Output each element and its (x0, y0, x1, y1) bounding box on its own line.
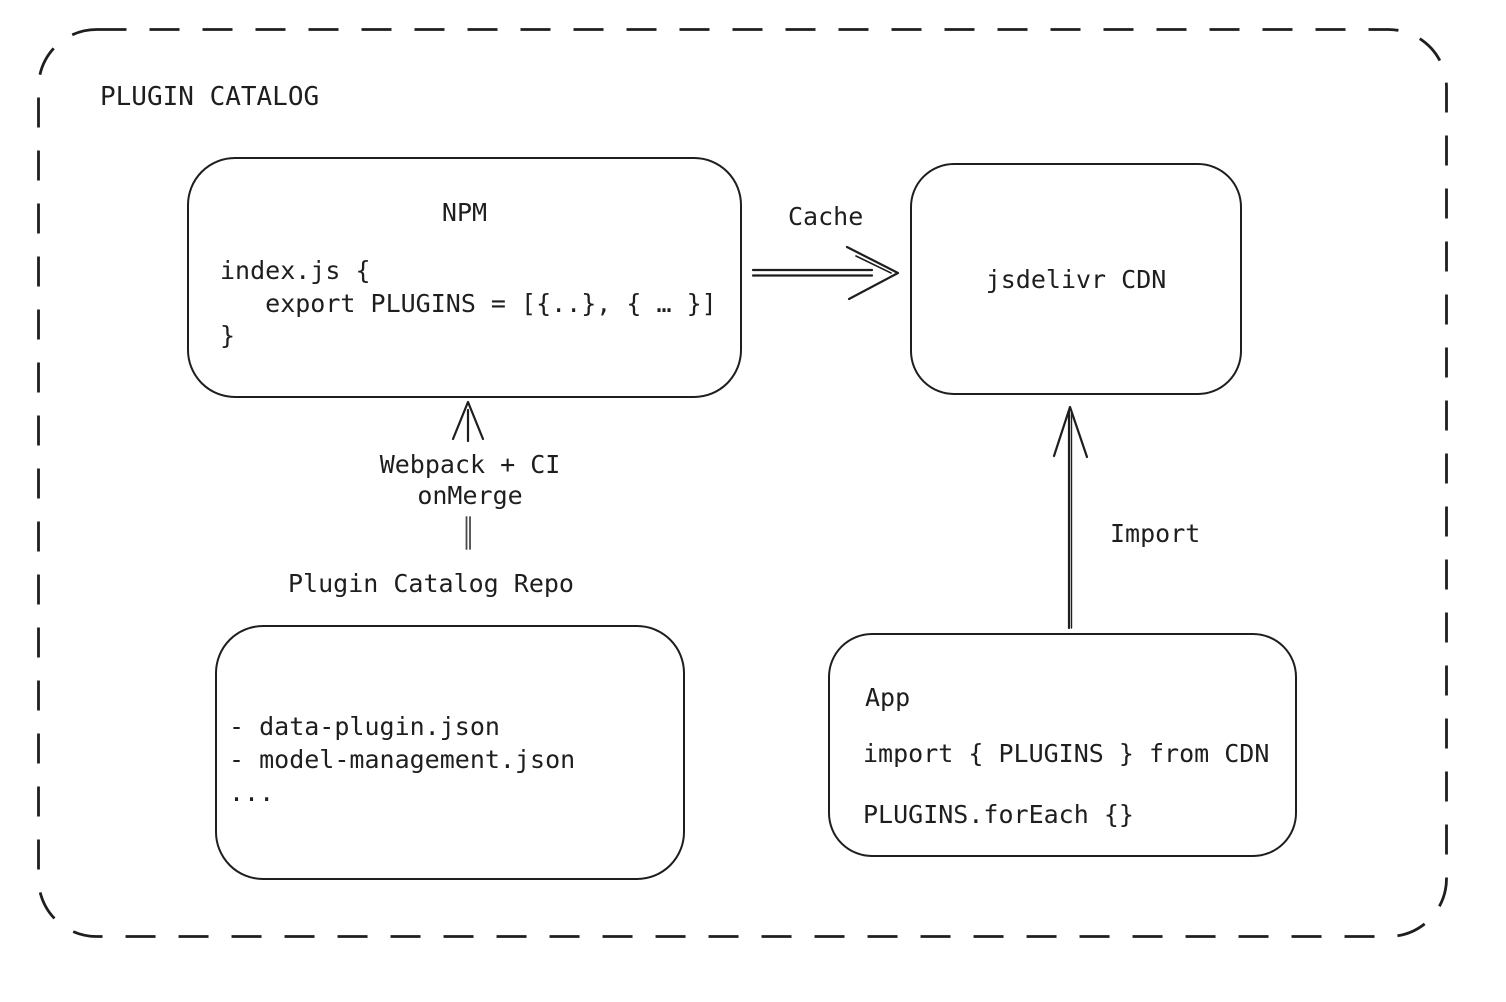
cdn-node: jsdelivr CDN (910, 163, 1242, 395)
repo-node-title: Plugin Catalog Repo (288, 569, 574, 598)
diagram-title: PLUGIN CATALOG (100, 82, 320, 112)
cache-edge-label: Cache (788, 202, 864, 231)
app-node: App import { PLUGINS } from CDN PLUGINS.… (828, 633, 1297, 857)
app-node-title: App (865, 683, 911, 712)
repo-node: - data-plugin.json - model-management.js… (215, 625, 685, 880)
app-node-import-line: import { PLUGINS } from CDN (863, 739, 1270, 768)
app-node-foreach-line: PLUGINS.forEach {} (863, 800, 1134, 829)
npm-node: NPM index.js { export PLUGINS = [{..}, {… (187, 157, 742, 398)
build-edge-label: Webpack + CI onMerge (379, 450, 561, 510)
npm-node-code: index.js { export PLUGINS = [{..}, { … }… (220, 256, 717, 350)
import-edge-label: Import (1110, 519, 1201, 548)
cdn-node-label: jsdelivr CDN (985, 264, 1167, 294)
import-arrow (1052, 405, 1089, 630)
repo-node-file-list: - data-plugin.json - model-management.js… (229, 712, 576, 807)
npm-node-title: NPM (441, 198, 488, 227)
cache-arrow (751, 245, 900, 301)
